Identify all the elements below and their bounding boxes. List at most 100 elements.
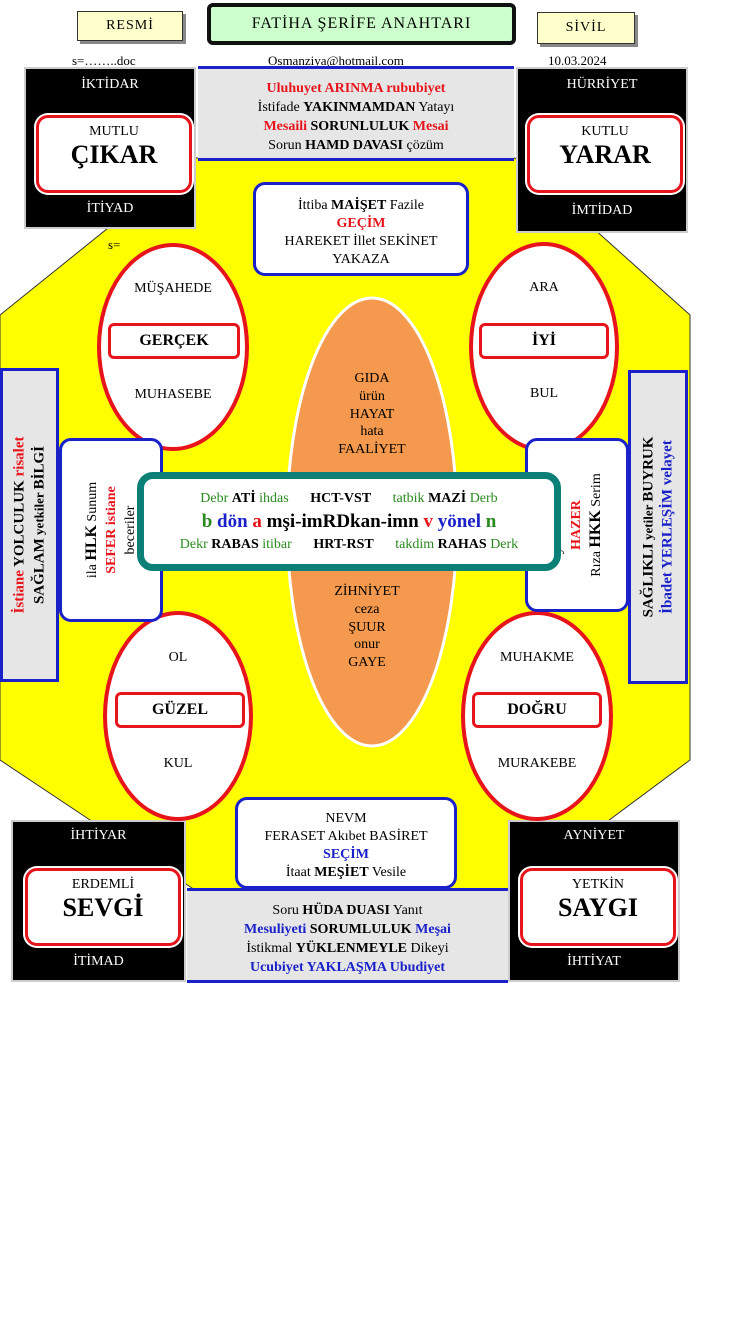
text: Sunum: [85, 481, 100, 526]
oval-top-line: hata: [360, 424, 384, 440]
text: MAİŞET: [331, 198, 387, 213]
left-blue-line-2: SEFER istiane: [104, 486, 119, 574]
corner-bottom-label: İMTİDAD: [571, 203, 633, 218]
ellipse-bottom-text: KUL: [163, 756, 193, 771]
page-title-box: FATİHA ŞERİFE ANAHTARI: [207, 3, 516, 45]
text: Vesile: [368, 865, 407, 880]
date: 10.03.2024: [548, 53, 607, 68]
right-sidebar: SAĞLIKLI yetiler BUYRUK İbadet YERLEŞİM …: [628, 370, 688, 684]
corner-top-right: HÜRRİYET KUTLU YARAR İMTİDAD: [516, 67, 688, 233]
resmi-tag: RESMİ: [77, 11, 183, 41]
label-dogru: DOĞRU: [472, 692, 602, 728]
text: Debr: [200, 491, 232, 506]
right-blue-line-2: HAZER: [569, 500, 584, 550]
label-iyi: İYİ: [479, 323, 609, 359]
text: Sorun: [268, 138, 306, 153]
corner-bottom-label: İTİYAD: [86, 201, 134, 216]
text: YAKLAŞMA: [306, 960, 387, 975]
bottom-blue-box: NEVM FERASET Akıbet BASİRET SEÇİM İtaat …: [235, 797, 457, 889]
left-sidebar: İstiane YOLCULUK risalet SAĞLAM yetkiler…: [0, 368, 59, 682]
text: rububiyet: [382, 81, 446, 96]
text: HAMD DAVASI: [305, 138, 403, 153]
ellipse-top-text: MÜŞAHEDE: [134, 281, 212, 296]
corner-top-label: AYNİYET: [563, 828, 625, 843]
text: mşi-imRDkan-imn: [266, 511, 419, 532]
text: HKK: [587, 510, 604, 548]
sivil-tag: SİVİL: [537, 12, 635, 44]
text: HRT-RST: [313, 537, 374, 552]
oval-bottom-line: ceza: [354, 601, 380, 617]
left-bar-line-2: SAĞLAM yetkiler BİLGİ: [29, 437, 49, 614]
text: İtaat: [285, 865, 315, 880]
bottom-grey-box: Soru HÜDA DUASI Yanıt Mesuliyeti SORUMLU…: [187, 888, 508, 983]
text: MEŞİET: [314, 865, 369, 880]
s-label: s=: [108, 237, 121, 252]
top-grey-line-2: İstifade YAKINMAMDAN Yatayı: [198, 98, 514, 117]
bottom-blue-line-4: İtaat MEŞİET Vesile: [238, 864, 454, 882]
oval-top-line: HAYAT: [349, 406, 395, 422]
text: RAHAS: [437, 537, 487, 552]
corner-inner-box: ERDEMLİ SEVGİ: [25, 868, 181, 946]
left-blue-line-1: ila HLK Sunum: [82, 482, 102, 578]
oval-top-text: GIDA ürün HAYAT hata FAALİYET: [292, 370, 452, 459]
corner-small-text: YETKİN: [571, 877, 625, 892]
top-blue-line-3: HAREKET İllet SEKİNET: [284, 234, 438, 249]
text: risalet: [11, 436, 27, 481]
text: ARINMA: [324, 81, 383, 96]
email: Osmanziya@hotmail.com: [268, 53, 404, 68]
text: Dikeyi: [407, 941, 449, 956]
text: çözüm: [403, 138, 444, 153]
corner-bottom-label: İHTİYAT: [567, 954, 621, 969]
text: SORUNLULUK: [310, 119, 410, 134]
top-blue-line-2: GEÇİM: [336, 216, 386, 231]
text: YERLEŞİM: [659, 488, 676, 569]
top-grey-line-1: Uluhuyet ARINMA rububiyet: [198, 79, 514, 98]
center-row-1: Debr ATİ ihdas HCT-VST tatbik MAZİ Derb: [144, 488, 554, 510]
center-row-3: Dekr RABAS itibar HRT-RST takdim RAHAS D…: [144, 534, 554, 556]
top-grey-line-3: Mesaili SORUNLULUK Mesai: [198, 117, 514, 136]
bottom-grey-line-2: Mesuliyeti SORUMLULUK Meşai: [187, 920, 508, 939]
text: YAKINMAMDAN: [303, 100, 416, 115]
text: ATİ: [231, 491, 256, 506]
label-guzel: GÜZEL: [115, 692, 245, 728]
center-row-2: b dön a mşi-imRDkan-imn v yönel n: [144, 510, 554, 534]
sivil-text: SİVİL: [565, 20, 607, 35]
text: HÜDA DUASI: [302, 903, 390, 918]
oval-bottom-line: GAYE: [348, 655, 386, 671]
text: Fazile: [386, 198, 424, 213]
text: BİLGİ: [31, 445, 47, 490]
left-sidebar-text: İstiane YOLCULUK risalet SAĞLAM yetkiler…: [10, 437, 49, 614]
text: v: [423, 511, 433, 532]
right-bar-line-1: SAĞLIKLI yetiler BUYRUK: [639, 437, 659, 618]
text: MAZİ: [428, 491, 467, 506]
text: velayet: [659, 440, 676, 489]
corner-top-label: İHTİYAR: [70, 828, 127, 843]
text: Soru: [272, 903, 303, 918]
bottom-blue-line-1: NEVM: [325, 811, 367, 826]
text: Uluhuyet: [266, 81, 325, 96]
oval-top-line: GIDA: [354, 371, 390, 386]
text: İbadet: [659, 568, 676, 614]
corner-inner-box: KUTLU YARAR: [527, 115, 683, 193]
text: takdim: [395, 537, 438, 552]
text: Mesai: [409, 119, 449, 134]
text: BUYRUK: [640, 436, 657, 502]
text: itibar: [258, 537, 292, 552]
text: Yatayı: [415, 100, 455, 115]
bottom-blue-line-2: FERASET Akıbet BASİRET: [264, 829, 428, 844]
label-gercek: GERÇEK: [108, 323, 240, 359]
text: Dekr: [179, 537, 212, 552]
corner-inner-box: MUTLU ÇIKAR: [36, 115, 192, 193]
text: ihdas: [255, 491, 289, 506]
corner-big-text: ÇIKAR: [70, 140, 158, 169]
ellipse-top-text: MUHAKME: [500, 650, 574, 665]
oval-bottom-line: ŞUUR: [348, 619, 386, 635]
corner-small-text: ERDEMLİ: [71, 877, 135, 892]
corner-bottom-label: İTİMAD: [73, 954, 124, 969]
oval-bottom-line: onur: [354, 637, 380, 653]
corner-big-text: YARAR: [559, 140, 651, 169]
corner-big-text: SEVGİ: [62, 893, 144, 922]
top-grey-line-4: Sorun HAMD DAVASI çözüm: [198, 136, 514, 155]
top-grey-box: Uluhuyet ARINMA rububiyet İstifade YAKIN…: [198, 66, 514, 161]
text: HCT-VST: [310, 491, 372, 506]
